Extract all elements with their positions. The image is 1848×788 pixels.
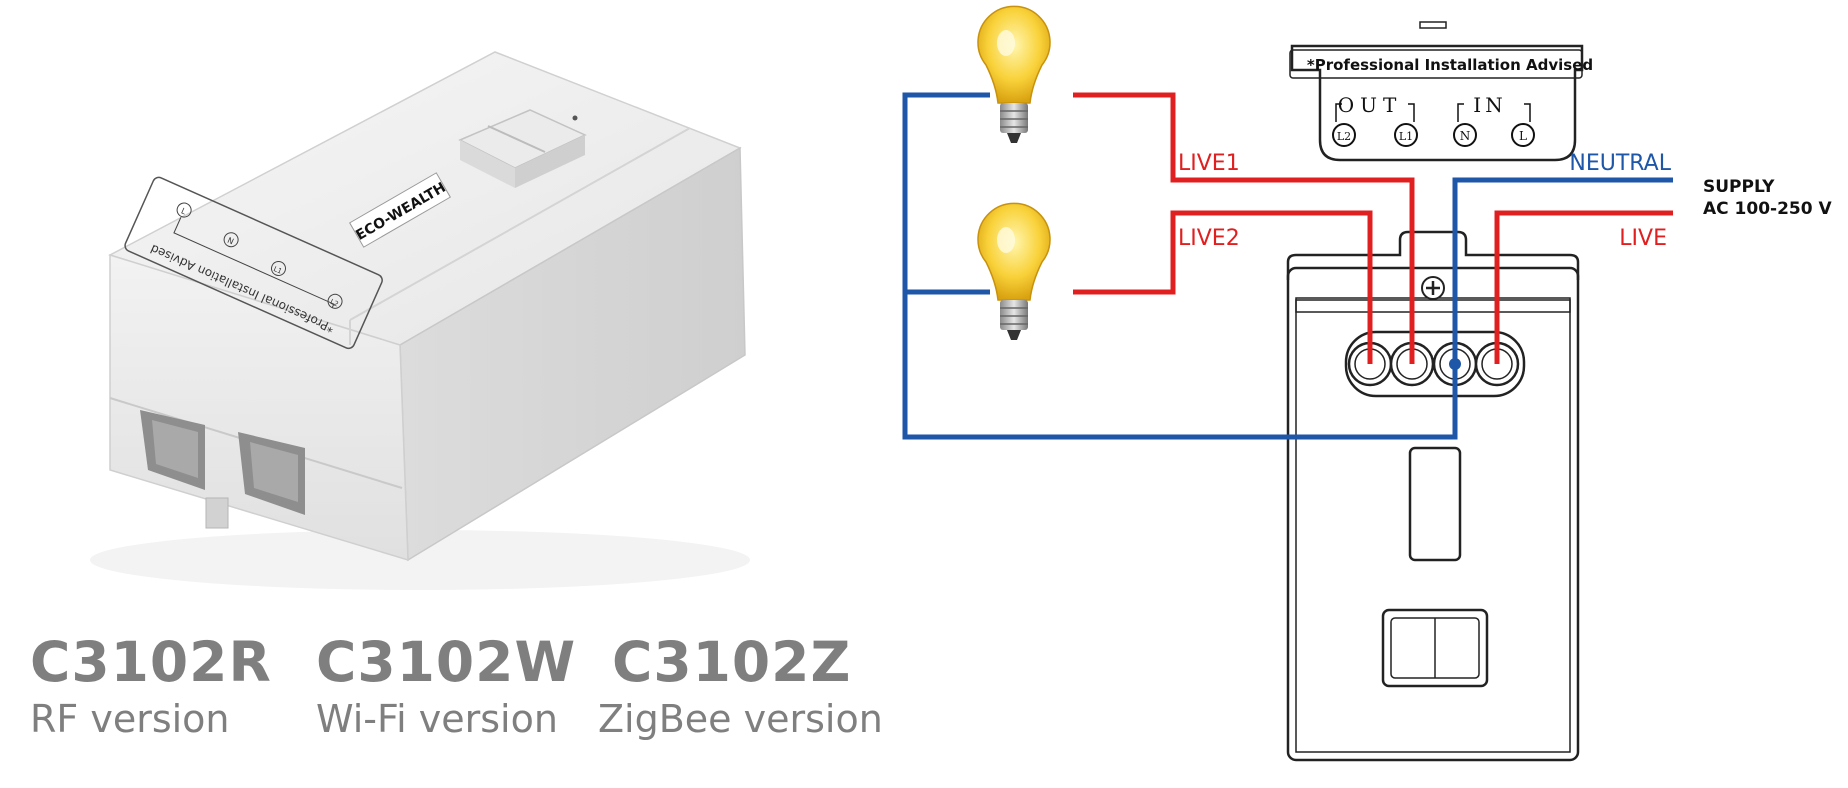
live2-label: LIVE2: [1178, 226, 1240, 251]
screw-icon: [1421, 276, 1445, 300]
terminal-n: N: [1453, 123, 1477, 147]
lightbulb-icon: [977, 202, 1051, 340]
model-rf: C3102R RF version: [30, 630, 272, 744]
device-terminal-l2: L2: [329, 298, 340, 309]
model-code: C3102W: [316, 630, 577, 694]
terminal-l1: L1: [1394, 123, 1418, 147]
live-label: LIVE: [1619, 226, 1667, 251]
device-terminal-l1: L1: [272, 265, 283, 276]
model-wifi: C3102W Wi-Fi version: [316, 630, 576, 744]
live1-label: LIVE1: [1178, 151, 1240, 176]
live-wires: [1073, 92, 1673, 364]
neutral-wires: [902, 92, 1673, 440]
model-version: Wi-Fi version: [316, 697, 558, 741]
lightbulb-icon: [977, 5, 1051, 143]
terminal-label-block: *Professional Installation Advised OUT I…: [1289, 21, 1593, 162]
advisory-text: *Professional Installation Advised: [1307, 56, 1593, 74]
wiring-diagram: *Professional Installation Advised OUT I…: [902, 5, 1832, 762]
terminal-l-label: L: [1519, 129, 1527, 143]
device-terminal-l: L: [180, 206, 188, 216]
in-label: IN: [1473, 93, 1506, 117]
device-render: ECO-WEALTH *Professional Installation Ad…: [90, 51, 750, 590]
terminal-l2-label: L2: [1337, 130, 1351, 143]
terminal-n-label: N: [1460, 129, 1471, 143]
terminal-l1-label: L1: [1399, 130, 1413, 143]
out-label: OUT: [1338, 93, 1403, 117]
model-version: ZigBee version: [598, 697, 883, 741]
device-terminal-n: N: [226, 236, 235, 247]
model-version: RF version: [30, 697, 230, 741]
model-zigbee: C3102Z ZigBee version: [598, 630, 883, 744]
model-code: C3102Z: [612, 630, 852, 694]
module-outline: [1286, 230, 1580, 762]
neutral-label: NEUTRAL: [1569, 151, 1671, 176]
model-code: C3102R: [30, 630, 272, 694]
terminal-l2: L2: [1332, 123, 1356, 147]
supply-voltage-label: AC 100-250 V: [1703, 199, 1832, 219]
supply-label: SUPPLY: [1703, 177, 1775, 197]
model-list: C3102R RF version C3102W Wi-Fi version C…: [0, 630, 900, 780]
terminal-l: L: [1511, 123, 1535, 147]
